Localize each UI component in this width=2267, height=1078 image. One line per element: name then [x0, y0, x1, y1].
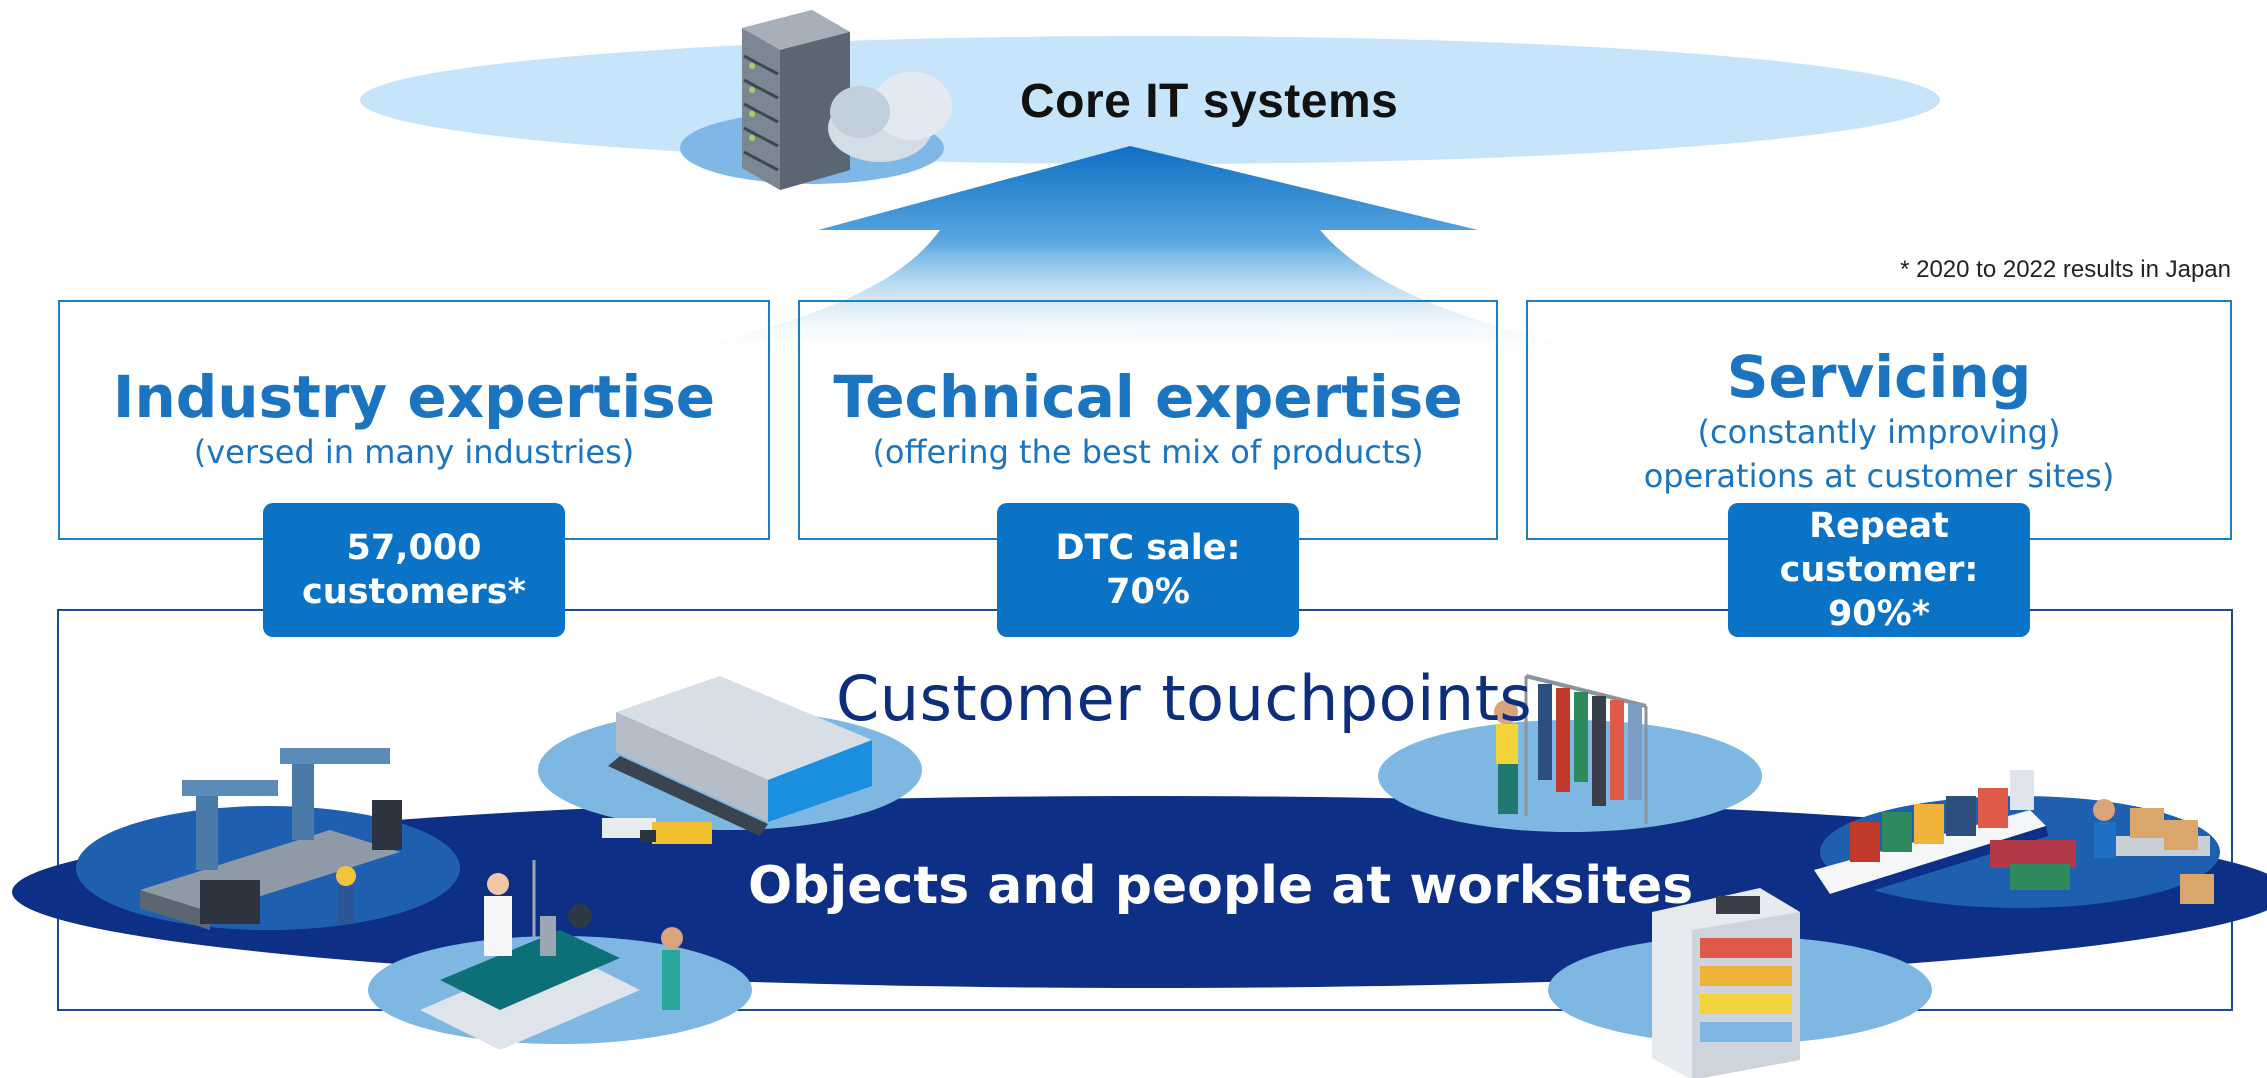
card-title: Technical expertise [833, 363, 1463, 431]
worksites-label: Objects and people at worksites [748, 856, 1694, 916]
customer-touchpoints-label: Customer touchpoints [836, 662, 1533, 735]
card-subtitle-line2: operations at customer sites) [1643, 457, 2115, 495]
badge-line: 57,000 [346, 528, 482, 568]
factory-robot-icon [140, 748, 402, 930]
badge-line: DTC sale: [1055, 528, 1241, 568]
hospital-bed-icon [420, 860, 683, 1050]
card-title: Servicing [1726, 343, 2032, 411]
card-subtitle: (offering the best mix of products) [872, 433, 1424, 471]
dtc-sale-badge: DTC sale: 70% [997, 503, 1299, 637]
customers-badge: 57,000 customers* [263, 503, 565, 637]
retail-shelf-icon [1652, 888, 1800, 1078]
footnote: * 2020 to 2022 results in Japan [1900, 256, 2231, 283]
warehouse-icon [602, 676, 872, 844]
card-subtitle: (constantly improving) [1697, 413, 2061, 451]
core-it-title: Core IT systems [1020, 75, 1399, 128]
badge-line: customers* [302, 572, 526, 612]
cargo-ship-icon [1814, 770, 2214, 904]
server-rack-icon [742, 10, 850, 190]
cloud-icon [828, 72, 952, 162]
badge-line: customer: [1779, 550, 1979, 590]
servicing-card: Servicing (constantly improving) operati… [1526, 300, 2232, 540]
upward-arrow [640, 146, 1630, 360]
badge-line: Repeat [1809, 506, 1949, 546]
badge-line: 70% [1106, 572, 1190, 612]
card-subtitle: (versed in many industries) [193, 433, 635, 471]
badge-line: 90%* [1827, 594, 1931, 634]
clothing-rack-icon [1494, 674, 1648, 824]
card-title: Industry expertise [112, 363, 716, 431]
technical-expertise-card: Technical expertise (offering the best m… [798, 300, 1498, 540]
industry-expertise-card: Industry expertise (versed in many indus… [58, 300, 770, 540]
repeat-customer-badge: Repeat customer: 90%* [1728, 503, 2030, 637]
